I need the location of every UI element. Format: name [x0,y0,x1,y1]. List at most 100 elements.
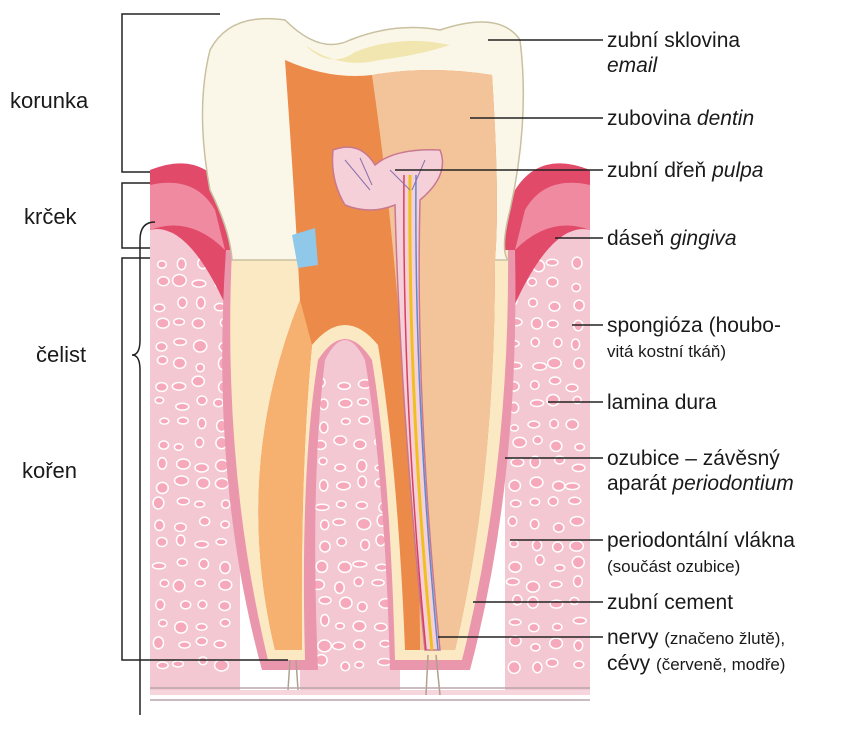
bone-pore [156,342,167,351]
bone-pore [154,304,165,311]
bone-pore [574,300,584,310]
bone-pore [319,458,327,465]
bone-pore [221,521,230,528]
bone-pore [533,662,542,673]
bone-pore [533,540,542,551]
bone-pore [321,614,329,626]
bone-pore [550,581,562,588]
bone-pore [158,458,167,469]
label-gum: dáseň gingiva [607,226,737,251]
label-neck: krček [24,204,77,229]
bone-pore [553,624,562,631]
bone-pore [173,580,185,592]
bone-pore [529,623,539,631]
bone-pore [194,340,207,352]
label-cementum: zubní cement [607,590,733,615]
bone-pore [219,601,230,610]
bone-pore [197,297,205,309]
bone-pore [178,297,187,308]
bone-pore [332,642,344,649]
bone-pore [361,540,370,551]
bone-pore [192,376,204,386]
bone-pore [173,661,184,667]
bone-pore [156,383,168,392]
bone-pore [175,622,188,634]
bone-pore [550,638,563,649]
bone-pore [572,283,581,291]
label-dentin: zubovina dentin [607,106,754,131]
bone-pore [547,277,558,286]
bone-pore [555,565,565,571]
bone-pore [553,481,565,491]
bone-pore [176,403,189,410]
bone-pore [574,640,583,650]
bone-pore [354,577,363,586]
bone-pore [570,597,579,604]
bone-pore [320,480,328,491]
bone-pore [195,541,208,548]
bone-pore [214,641,225,648]
bone-pore [216,539,226,545]
bone-pore [320,541,330,552]
bone-pore [196,624,207,631]
bone-pore [570,541,583,551]
bone-pore [530,381,539,390]
bone-pore [548,320,559,327]
bone-pore [199,657,208,665]
bone-pore [572,257,582,269]
bone-pore [547,394,559,405]
bone-pore [566,419,578,429]
bone-pore [181,601,191,609]
label-root: kořen [22,458,77,483]
bone-pore [174,444,182,450]
bone-pore [353,561,367,567]
bone-pore [354,640,365,649]
bone-pore [572,464,585,471]
bone-pore [509,562,521,572]
bone-pore [155,520,164,530]
bone-pore [316,561,327,573]
bone-pore [338,382,350,389]
bone-pore [506,578,519,585]
bone-pore [336,623,345,629]
bone-pore [510,425,518,431]
bone-pore [195,501,205,507]
bone-pore [340,597,352,608]
bone-pore [550,419,559,428]
bone-pore [174,319,185,326]
bone-pore [157,356,167,364]
bone-pore [337,482,350,490]
bone-pore [192,318,204,328]
bone-pore [195,579,205,586]
bone-pore [536,555,545,565]
bone-pore [318,640,332,652]
bone-pore [554,523,564,532]
label-enamel: zubní sklovina email [607,28,740,78]
label-jaw: čelist [36,342,86,367]
bone-pore [575,444,584,451]
label-periodontium: ozubice – závěsný aparát periodontium [607,446,794,496]
bone-pore [333,519,345,526]
bone-pore [530,477,543,488]
bone-pore [196,364,204,372]
bone-pore [530,499,539,506]
bone-pore [358,399,369,406]
bone-pore [528,278,537,286]
bone-pore [375,623,387,631]
bone-pore [573,617,586,623]
bone-pore [156,482,168,493]
bone-pore [533,363,547,370]
bone-pore [566,384,578,391]
bone-pore [353,621,366,631]
bone-pore [335,464,346,471]
bone-pore [157,537,167,546]
label-nerves-vessels: nervy (značeno žlutě), cévy (červeně, mo… [607,625,785,677]
bone-pore [359,416,370,424]
label-crown: korunka [10,88,88,113]
bone-pore [341,418,350,424]
bone-pore [179,642,190,648]
bone-pore [570,517,583,526]
bone-pore [549,302,560,311]
bone-pore [159,441,169,449]
bone-pore [200,517,210,526]
